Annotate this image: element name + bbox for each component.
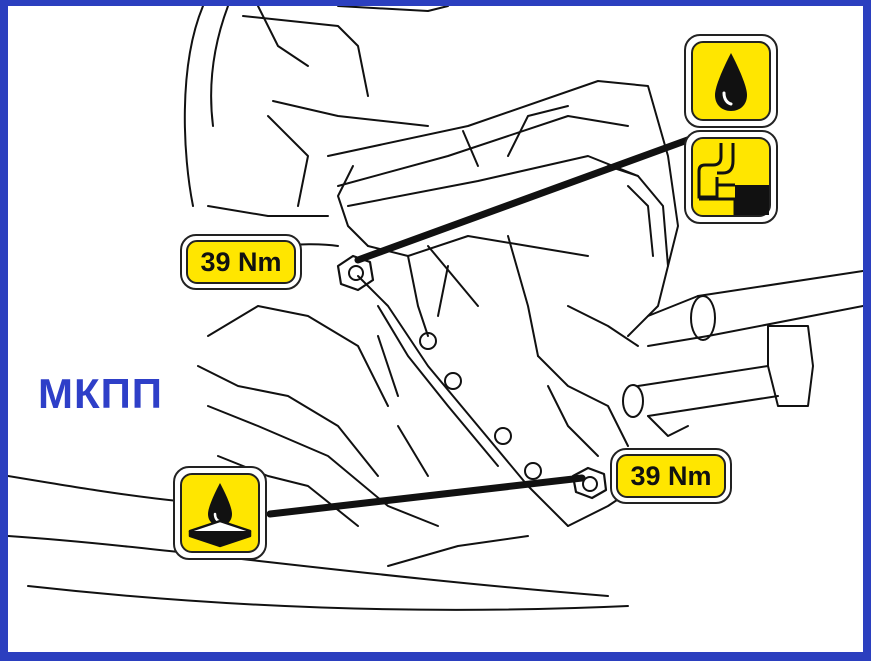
transmission-line-drawing bbox=[8, 6, 863, 611]
torque-value-top: 39 Nm bbox=[186, 240, 296, 284]
leader-line-bottom bbox=[266, 474, 586, 518]
gearbox-label: МКПП bbox=[38, 370, 163, 417]
torque-label-top: 39 Nm bbox=[180, 234, 302, 290]
torque-label-bottom: 39 Nm bbox=[610, 448, 732, 504]
leader-line-top bbox=[354, 130, 708, 264]
oil-drain-drop-icon bbox=[173, 466, 267, 560]
diagram-frame: 39 Nm 39 Nm МКПП bbox=[8, 6, 863, 652]
oil-drop-icon bbox=[684, 34, 778, 128]
oil-level-pipe-icon bbox=[684, 130, 778, 224]
torque-value-bottom: 39 Nm bbox=[616, 454, 726, 498]
